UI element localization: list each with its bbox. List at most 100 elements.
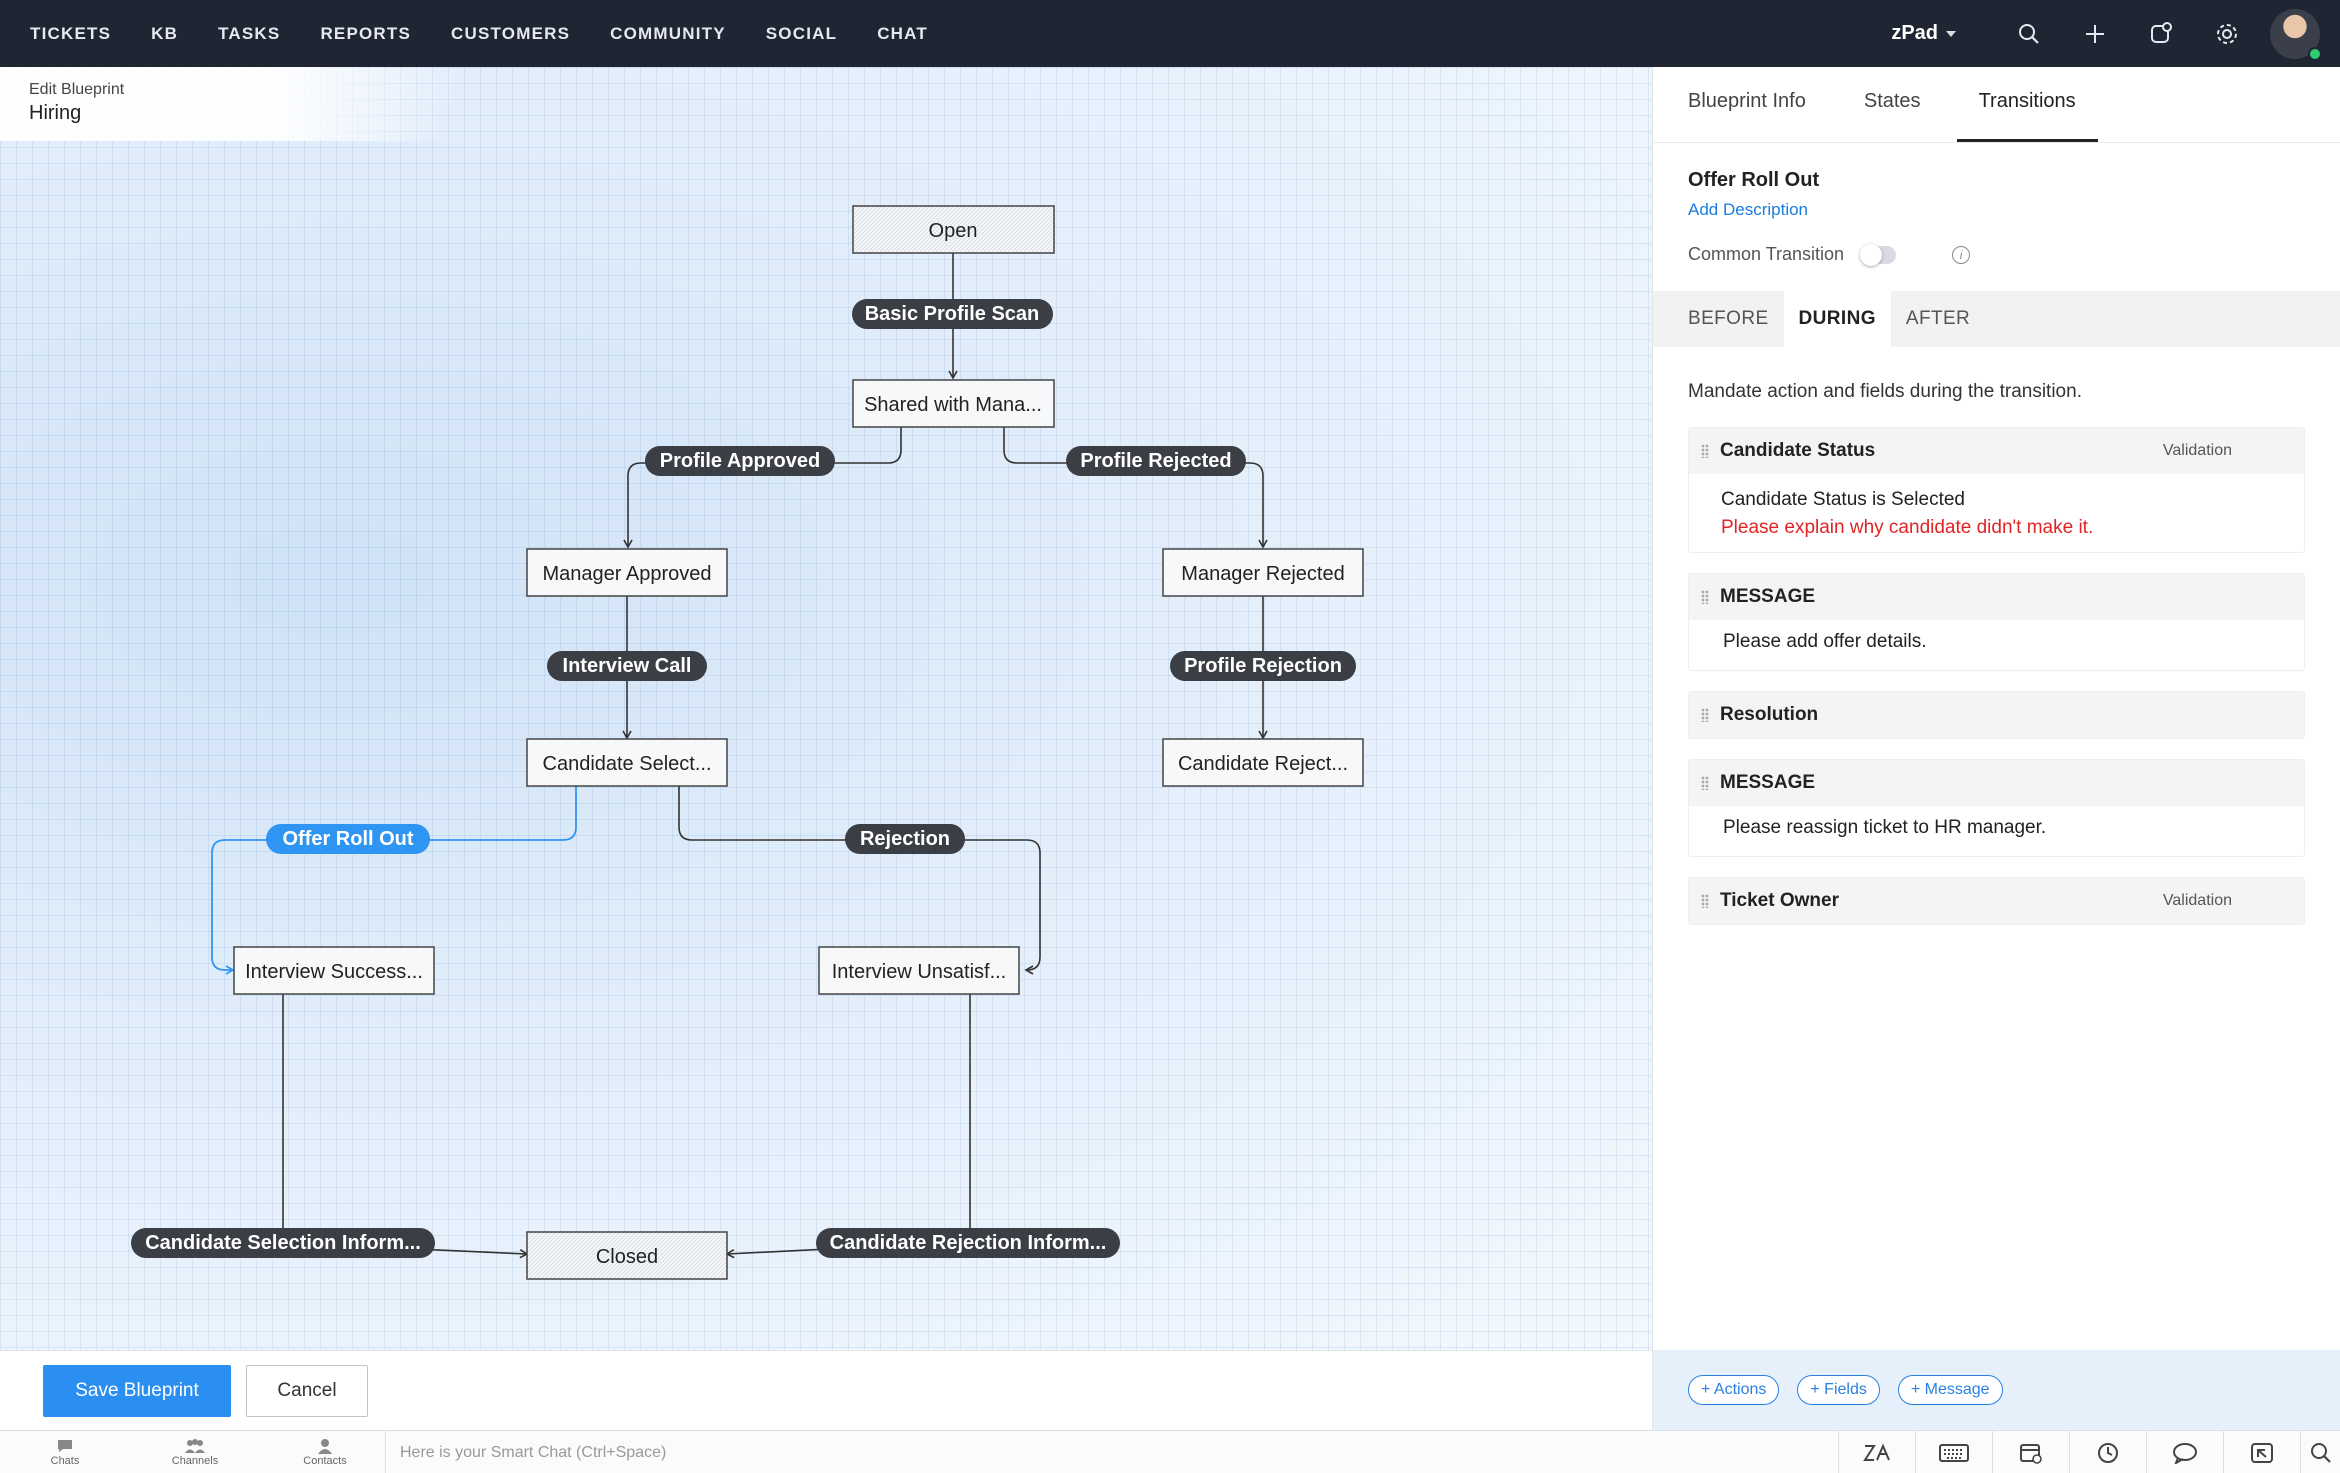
phase-tabs: BEFORE DURING AFTER xyxy=(1653,291,2340,347)
blueprint-canvas[interactable]: Open Shared with Mana... Manager Approve… xyxy=(0,67,1652,1350)
rule-candidate-status[interactable]: Candidate Status Validation Candidate St… xyxy=(1688,427,2305,553)
nav-community[interactable]: COMMUNITY xyxy=(610,23,726,43)
rule-ticket-owner[interactable]: Ticket Owner Validation xyxy=(1688,877,2305,925)
transition-profile-approved-label: Profile Approved xyxy=(660,450,820,472)
validation-tag: Validation xyxy=(2162,892,2232,909)
state-candidate-selected-label: Candidate Select... xyxy=(543,753,712,775)
add-actions-button[interactable]: + Actions xyxy=(1688,1375,1780,1405)
transition-offer-roll-out[interactable]: Offer Roll Out xyxy=(266,824,430,854)
transition-interview-call[interactable]: Interview Call xyxy=(547,651,707,681)
state-open[interactable]: Open xyxy=(852,205,1055,254)
feedback-button[interactable] xyxy=(2146,1431,2223,1473)
state-interview-success[interactable]: Interview Success... xyxy=(233,946,435,995)
nav-kb[interactable]: KB xyxy=(151,23,179,43)
nav-customers[interactable]: CUSTOMERS xyxy=(451,23,571,43)
notifications-button[interactable] xyxy=(2128,0,2194,67)
tab-after[interactable]: AFTER xyxy=(1905,308,1971,329)
add-description-link[interactable]: Add Description xyxy=(1688,200,1809,219)
rule-header: Ticket Owner Validation xyxy=(1689,878,2304,924)
page-title: Hiring xyxy=(29,102,82,124)
smart-chat-input[interactable]: Here is your Smart Chat (Ctrl+Space) xyxy=(385,1431,1865,1473)
state-candidate-selected[interactable]: Candidate Select... xyxy=(526,738,728,787)
rule-message[interactable]: MESSAGE Please add offer details. xyxy=(1688,573,2305,671)
share-icon xyxy=(2251,1442,2273,1463)
add-button[interactable] xyxy=(2062,0,2128,67)
state-closed-label: Closed xyxy=(596,1246,658,1268)
search-button[interactable] xyxy=(1996,0,2062,67)
nav-chat[interactable]: CHAT xyxy=(877,23,928,43)
calendar-icon xyxy=(2020,1443,2042,1464)
state-candidate-rejected[interactable]: Candidate Reject... xyxy=(1162,738,1364,787)
editor-footer: Save Blueprint Cancel xyxy=(0,1350,1652,1430)
cancel-button[interactable]: Cancel xyxy=(246,1364,368,1417)
bottom-bar: Chats Channels Contacts Here is your Sma… xyxy=(0,1430,2340,1473)
state-interview-unsatisfactory-label: Interview Unsatisf... xyxy=(832,961,1007,983)
nav-social[interactable]: SOCIAL xyxy=(765,23,838,43)
history-button[interactable] xyxy=(2069,1431,2146,1473)
transition-basic-profile-scan[interactable]: Basic Profile Scan xyxy=(852,299,1053,329)
state-interview-success-label: Interview Success... xyxy=(245,961,423,983)
state-manager-rejected[interactable]: Manager Rejected xyxy=(1162,548,1364,597)
nav-tasks[interactable]: TASKS xyxy=(218,23,281,43)
rule-title: Ticket Owner xyxy=(1720,890,1839,911)
common-transition-label: Common Transition xyxy=(1688,244,1845,264)
tab-blueprint-info[interactable]: Blueprint Info xyxy=(1688,90,1806,112)
tab-states[interactable]: States xyxy=(1863,90,1921,112)
drag-handle-icon[interactable] xyxy=(1701,590,1709,604)
transition-candidate-selection-inform[interactable]: Candidate Selection Inform... xyxy=(131,1228,435,1258)
top-navigation: TICKETS KB TASKS REPORTS CUSTOMERS COMMU… xyxy=(0,0,2340,67)
transition-candidate-rejection-inform[interactable]: Candidate Rejection Inform... xyxy=(816,1228,1120,1258)
clock-icon xyxy=(2098,1442,2118,1463)
contacts-button[interactable]: Contacts xyxy=(260,1437,390,1467)
portal-switcher[interactable]: zPad xyxy=(1891,22,1956,45)
share-button[interactable] xyxy=(2223,1431,2300,1473)
save-blueprint-button[interactable]: Save Blueprint xyxy=(43,1364,231,1417)
state-shared-label: Shared with Mana... xyxy=(864,394,1042,416)
channels-icon xyxy=(184,1437,206,1455)
channels-button[interactable]: Channels xyxy=(130,1437,260,1467)
channels-label: Channels xyxy=(171,1455,219,1467)
rule-title: MESSAGE xyxy=(1720,772,1816,793)
tab-before[interactable]: BEFORE xyxy=(1688,308,1769,329)
state-manager-rejected-label: Manager Rejected xyxy=(1181,563,1344,585)
transition-rejection[interactable]: Rejection xyxy=(845,824,965,854)
add-fields-button[interactable]: + Fields xyxy=(1797,1375,1880,1405)
transition-offer-roll-out-label: Offer Roll Out xyxy=(282,828,413,850)
transition-basic-profile-scan-label: Basic Profile Scan xyxy=(865,303,1040,325)
nav-reports[interactable]: REPORTS xyxy=(320,23,412,43)
state-closed[interactable]: Closed xyxy=(526,1231,728,1280)
nav-tickets[interactable]: TICKETS xyxy=(30,23,112,43)
breadcrumb-parent[interactable]: Edit Blueprint xyxy=(29,81,125,98)
state-shared-with-manager[interactable]: Shared with Mana... xyxy=(852,379,1055,428)
transition-profile-approved[interactable]: Profile Approved xyxy=(645,446,835,476)
add-message-button[interactable]: + Message xyxy=(1897,1375,2003,1405)
rule-message[interactable]: MESSAGE Please reassign ticket to HR man… xyxy=(1688,759,2305,857)
calendar-button[interactable] xyxy=(1992,1431,2069,1473)
keyboard-button[interactable] xyxy=(1915,1431,1992,1473)
drag-handle-icon[interactable] xyxy=(1701,708,1709,722)
chats-button[interactable]: Chats xyxy=(0,1437,130,1467)
state-interview-unsatisfactory[interactable]: Interview Unsatisf... xyxy=(818,946,1020,995)
transition-profile-rejected[interactable]: Profile Rejected xyxy=(1066,446,1246,476)
avatar[interactable] xyxy=(2270,8,2322,61)
chevron-down-icon xyxy=(1946,30,1956,37)
drag-handle-icon[interactable] xyxy=(1701,444,1709,458)
rule-body: Please add offer details. xyxy=(1723,631,1927,652)
tab-during[interactable]: DURING xyxy=(1783,291,1891,347)
portal-name: zPad xyxy=(1891,22,1938,44)
common-transition-toggle[interactable] xyxy=(1860,243,1897,266)
state-manager-approved[interactable]: Manager Approved xyxy=(526,548,728,597)
drag-handle-icon[interactable] xyxy=(1701,776,1709,790)
settings-button[interactable] xyxy=(2194,0,2260,67)
phase-description: Mandate action and fields during the tra… xyxy=(1688,381,2082,402)
tab-transitions[interactable]: Transitions xyxy=(1956,90,2098,142)
search-bottom-button[interactable] xyxy=(2300,1431,2340,1473)
rule-resolution[interactable]: Resolution xyxy=(1688,691,2305,739)
info-icon[interactable]: i xyxy=(1952,245,1971,264)
drag-handle-icon[interactable] xyxy=(1701,894,1709,908)
transition-profile-rejection[interactable]: Profile Rejection xyxy=(1170,651,1356,681)
keyboard-icon xyxy=(1939,1443,1969,1462)
zia-button[interactable] xyxy=(1838,1431,1915,1473)
transition-name[interactable]: Offer Roll Out xyxy=(1688,169,1820,191)
transition-profile-rejected-label: Profile Rejected xyxy=(1080,450,1231,472)
